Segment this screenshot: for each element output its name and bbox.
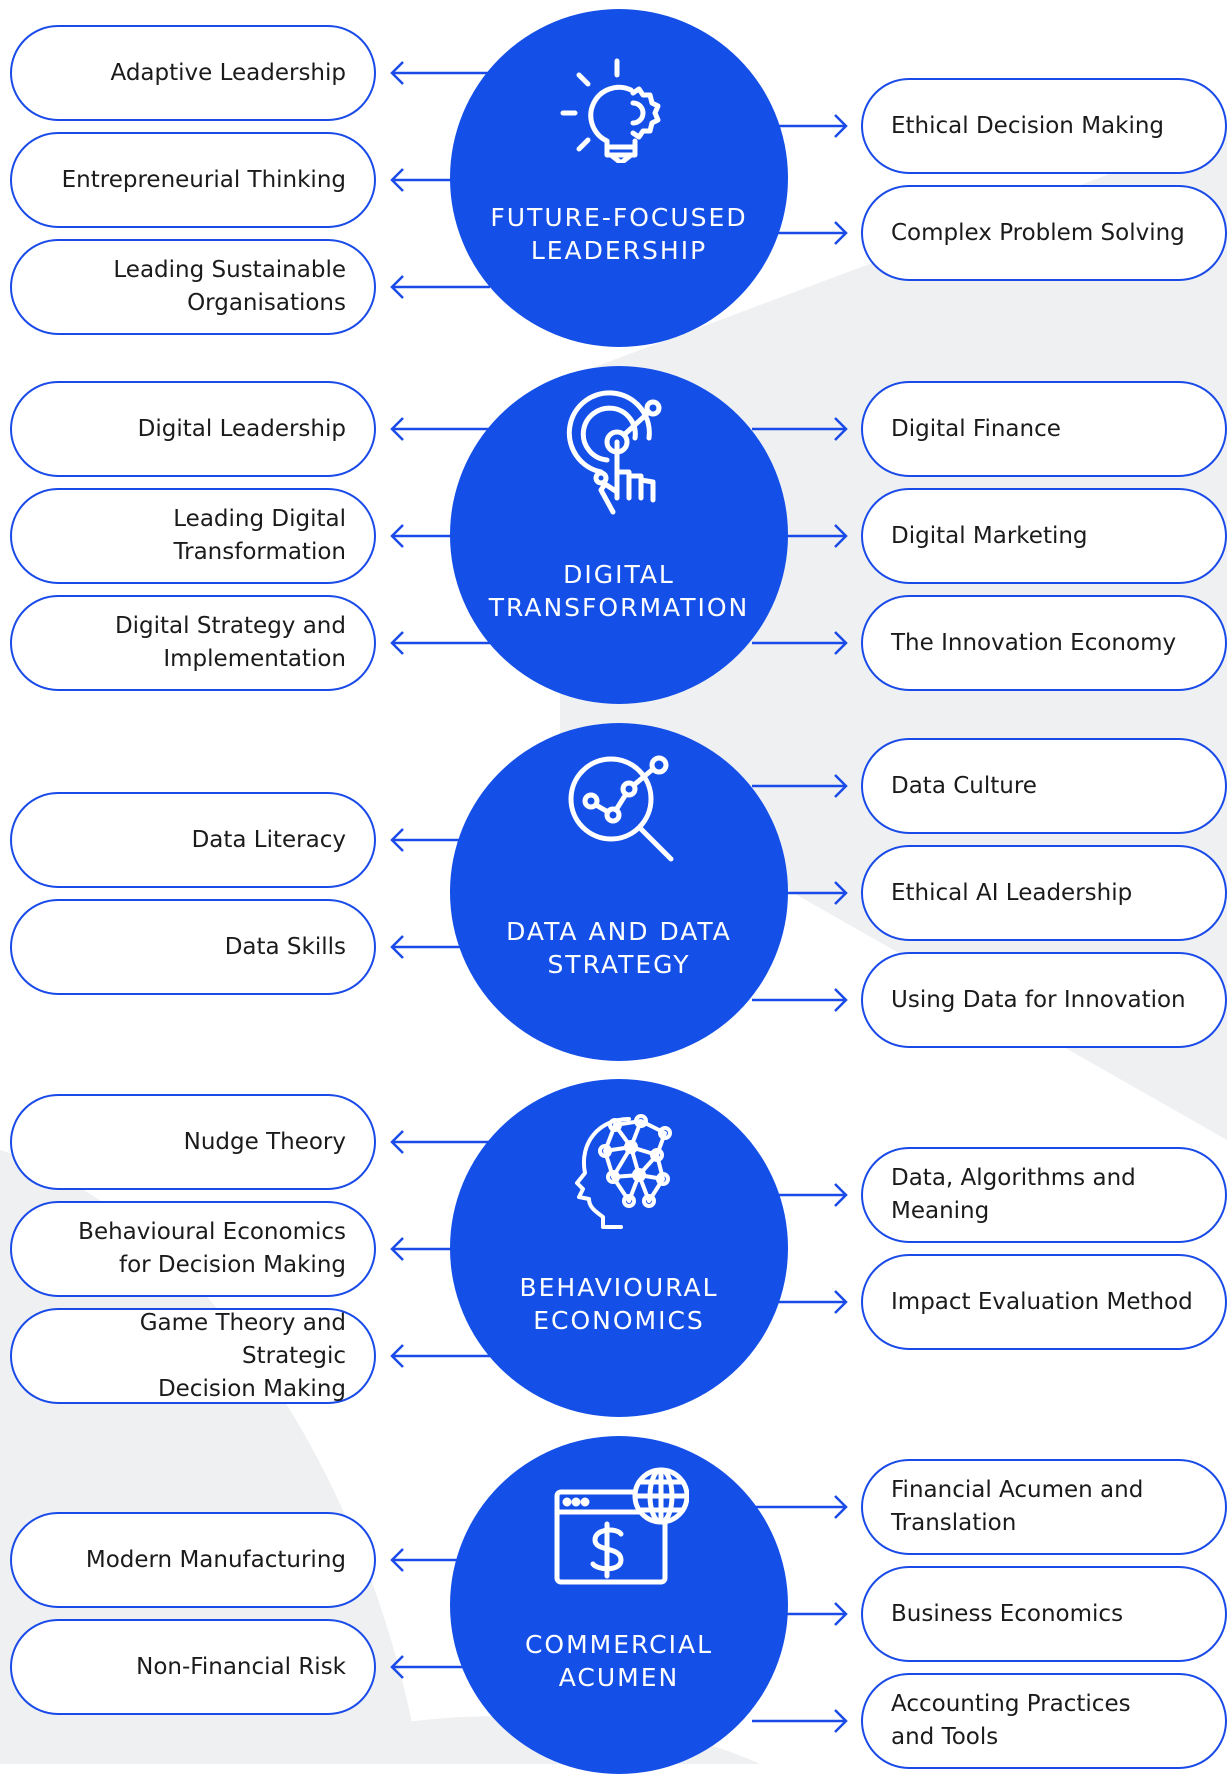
topic-label: Nudge Theory	[183, 1128, 346, 1155]
head-network-icon	[575, 1114, 672, 1229]
topic-label: Digital Leadership	[137, 415, 346, 442]
connector-arrow	[390, 1130, 490, 1154]
topic-label: Non-Financial Risk	[136, 1653, 346, 1680]
connector-arrow	[752, 774, 848, 798]
topic-digital-strategy-implementation: Digital Strategy and Implementation	[10, 595, 376, 691]
topic-label: The Innovation Economy	[891, 629, 1177, 656]
hub-commercial-acumen: COMMERCIAL ACUMEN	[450, 1436, 788, 1774]
topic-financial-acumen-translation: Financial Acumen and Translation	[861, 1459, 1227, 1555]
topic-label: Accounting Practices and Tools	[891, 1691, 1131, 1750]
hub-title-line: STRATEGY	[547, 950, 691, 979]
topic-complex-problem-solving: Complex Problem Solving	[861, 185, 1227, 281]
topic-label: Digital Finance	[891, 415, 1061, 442]
connector-arrow	[752, 417, 848, 441]
topic-entrepreneurial-thinking: Entrepreneurial Thinking	[10, 132, 376, 228]
connector-arrow	[752, 1495, 848, 1519]
topic-label: Financial Acumen and Translation	[891, 1477, 1144, 1536]
connector-arrow	[752, 631, 848, 655]
hub-title-line: DATA AND DATA	[506, 917, 732, 946]
hub-title-line: ECONOMICS	[533, 1306, 705, 1335]
connector-arrow	[390, 631, 490, 655]
topic-ethical-decision-making: Ethical Decision Making	[861, 78, 1227, 174]
magnifier-chart-icon	[568, 755, 674, 862]
connector-arrow	[390, 275, 490, 299]
topic-non-financial-risk: Non-Financial Risk	[10, 1619, 376, 1715]
topic-digital-marketing: Digital Marketing	[861, 488, 1227, 584]
hub-title: DIGITAL TRANSFORMATION	[450, 558, 788, 624]
connector-arrow	[390, 417, 490, 441]
connector-arrow	[752, 1709, 848, 1733]
hub-title-line: COMMERCIAL	[524, 1630, 714, 1659]
hub-title-line: ACUMEN	[558, 1663, 680, 1692]
topic-nudge-theory: Nudge Theory	[10, 1094, 376, 1190]
topic-accounting-practices-tools: Accounting Practices and Tools	[861, 1673, 1227, 1769]
topic-label: Ethical Decision Making	[891, 112, 1165, 139]
topic-innovation-economy: The Innovation Economy	[861, 595, 1227, 691]
topic-impact-evaluation-method: Impact Evaluation Method	[861, 1254, 1227, 1350]
connector-arrow	[390, 1344, 490, 1368]
topic-data-skills: Data Skills	[10, 899, 376, 995]
topic-game-theory: Game Theory and Strategic Decision Makin…	[10, 1308, 376, 1404]
topic-data-culture: Data Culture	[861, 738, 1227, 834]
topic-label: Leading Digital Transformation	[173, 506, 346, 565]
hub-digital-transformation: DIGITAL TRANSFORMATION	[450, 366, 788, 704]
hub-title-line: BEHAVIOURAL	[519, 1273, 719, 1302]
hub-future-focused-leadership: FUTURE-FOCUSED LEADERSHIP	[450, 9, 788, 347]
topic-leading-sustainable-organisations: Leading Sustainable Organisations	[10, 239, 376, 335]
hub-title: COMMERCIAL ACUMEN	[450, 1628, 788, 1694]
background-shape-left	[0, 1150, 420, 1764]
topic-label: Data Culture	[891, 772, 1037, 799]
topic-label: Leading Sustainable Organisations	[113, 257, 346, 316]
topic-label: Using Data for Innovation	[891, 986, 1186, 1013]
topic-data-algorithms-meaning: Data, Algorithms and Meaning	[861, 1147, 1227, 1243]
hub-title: FUTURE-FOCUSED LEADERSHIP	[450, 201, 788, 267]
topic-label: Behavioural Economics for Decision Makin…	[78, 1219, 346, 1278]
topic-ethical-ai-leadership: Ethical AI Leadership	[861, 845, 1227, 941]
topic-data-literacy: Data Literacy	[10, 792, 376, 888]
topic-label: Impact Evaluation Method	[891, 1288, 1193, 1315]
topic-label: Business Economics	[891, 1600, 1124, 1627]
topic-digital-leadership: Digital Leadership	[10, 381, 376, 477]
touch-target-icon	[566, 390, 662, 515]
topic-label: Ethical AI Leadership	[891, 879, 1133, 906]
topic-leading-digital-transformation: Leading Digital Transformation	[10, 488, 376, 584]
hub-title: DATA AND DATA STRATEGY	[450, 915, 788, 981]
connector-arrow	[752, 988, 848, 1012]
topic-behavioural-economics-decision-making: Behavioural Economics for Decision Makin…	[10, 1201, 376, 1297]
topic-label: Digital Strategy and Implementation	[114, 613, 346, 672]
hub-title-line: TRANSFORMATION	[488, 593, 750, 622]
topic-label: Data Literacy	[191, 826, 346, 853]
topic-label: Game Theory and Strategic Decision Makin…	[139, 1309, 346, 1402]
topic-label: Modern Manufacturing	[85, 1546, 346, 1573]
topic-label: Adaptive Leadership	[110, 59, 346, 86]
hub-title-line: LEADERSHIP	[530, 236, 708, 265]
topic-digital-finance: Digital Finance	[861, 381, 1227, 477]
dollar-browser-globe-icon	[554, 1467, 689, 1585]
topic-adaptive-leadership: Adaptive Leadership	[10, 25, 376, 121]
hub-behavioural-economics: BEHAVIOURAL ECONOMICS	[450, 1079, 788, 1417]
hub-title-line: DIGITAL	[563, 560, 675, 589]
hub-title: BEHAVIOURAL ECONOMICS	[450, 1271, 788, 1337]
topic-using-data-for-innovation: Using Data for Innovation	[861, 952, 1227, 1048]
topic-label: Complex Problem Solving	[891, 219, 1185, 246]
topic-label: Digital Marketing	[891, 522, 1088, 549]
topic-label: Data, Algorithms and Meaning	[891, 1165, 1136, 1224]
hub-data-and-data-strategy: DATA AND DATA STRATEGY	[450, 723, 788, 1061]
topic-business-economics: Business Economics	[861, 1566, 1227, 1662]
connector-arrow	[390, 61, 490, 85]
topic-label: Entrepreneurial Thinking	[61, 166, 346, 193]
hub-title-line: FUTURE-FOCUSED	[490, 203, 748, 232]
topic-modern-manufacturing: Modern Manufacturing	[10, 1512, 376, 1608]
topic-label: Data Skills	[224, 933, 346, 960]
lightbulb-gear-icon	[560, 58, 661, 163]
